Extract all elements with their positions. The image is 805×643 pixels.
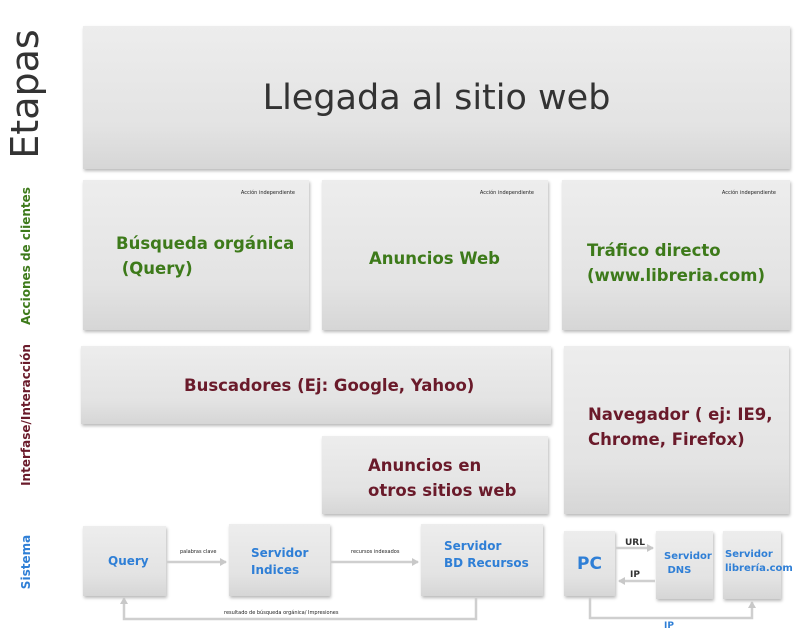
accion-busqueda-box: Acción independiente Búsqueda orgánica (… [83,180,309,330]
accion-trafico-box: Acción independiente Tráfico directo (ww… [562,180,790,330]
edge-label-ip-back: IP [630,570,640,580]
buscadores-box: Buscadores (Ej: Google, Yahoo) [81,346,551,424]
buscadores-label: Buscadores (Ej: Google, Yahoo) [184,376,475,395]
navegador-box: Navegador ( ej: IE9, Chrome, Firefox) [564,346,789,514]
stage-title: Llegada al sitio web [262,77,611,118]
edge-label-url: URL [625,538,645,548]
servidor-dns-label: Servidor DNS [664,551,712,576]
accion-note: Acción independiente [240,190,295,196]
edge-label-palabras: palabras clave [180,549,217,555]
accion-anuncios-box: Acción independiente Anuncios Web [322,180,548,330]
pc-label: PC [577,554,602,574]
arrow-recursos-to-query [120,597,478,621]
accion-trafico-label: Tráfico directo (www.libreria.com) [587,241,765,285]
accion-note: Acción independiente [479,190,534,196]
stage-box: Llegada al sitio web [83,26,790,169]
servidor-dns-box: Servidor DNS [656,531,713,599]
accion-note: Acción independiente [721,190,776,196]
query-box: Query [83,526,166,596]
query-label: Query [108,554,149,568]
navegador-label: Navegador ( ej: IE9, Chrome, Firefox) [588,405,773,449]
accion-anuncios-label: Anuncios Web [369,249,500,268]
accion-busqueda-label: Búsqueda orgánica (Query) [116,234,295,278]
servidor-recursos-box: Servidor BD Recursos [421,524,543,596]
servidor-indices-box: Servidor Indices [229,524,330,596]
anuncios-otros-box: Anuncios en otros sitios web [322,436,548,514]
arrow-pc-to-libreria [588,597,756,620]
pc-box: PC [564,531,615,596]
servidor-libreria-box: Servidor librería.com [723,531,793,599]
edge-label-ip-bottom: IP [664,621,674,631]
anuncios-otros-label: Anuncios en otros sitios web [368,456,517,500]
servidor-indices-label: Servidor Indices [251,546,309,577]
edge-label-resultado: resultado de búsqueda orgánica/ Impresio… [224,610,339,616]
servidor-libreria-label: Servidor librería.com [725,549,793,574]
edge-label-recursos: recursos indexados [351,549,400,555]
servidor-recursos-label: Servidor BD Recursos [444,539,529,570]
